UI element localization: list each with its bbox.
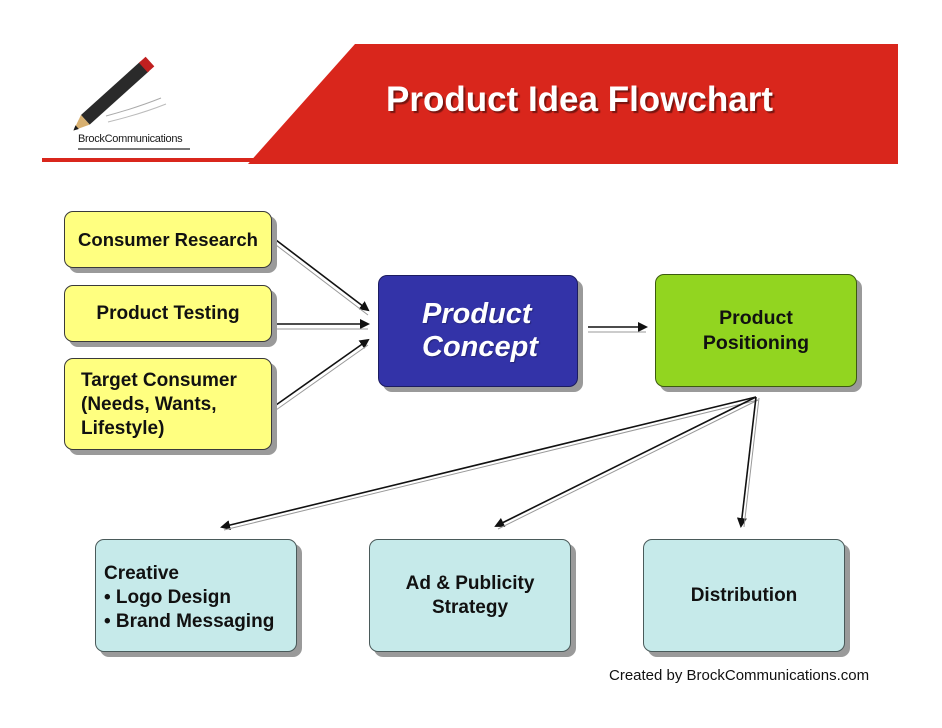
logo-wordmark: BrockCommunications	[78, 133, 183, 145]
arrow-positioning-to-distribution	[736, 396, 757, 528]
target-consumer-line: (Needs, Wants,	[81, 394, 217, 415]
creative-line: Creative	[104, 563, 179, 584]
creative-line: • Logo Design	[104, 587, 231, 608]
arrow-target-to-concept	[275, 338, 370, 406]
logo-tagline-bar	[78, 148, 190, 150]
product-concept-line: Product	[422, 298, 532, 330]
page-title: Product Idea Flowchart	[386, 80, 773, 119]
header-banner	[42, 44, 898, 164]
target-consumer-box: Target Consumer (Needs, Wants, Lifestyle…	[64, 358, 272, 450]
arrow-research-to-concept	[275, 239, 370, 312]
creative-line: • Brand Messaging	[104, 611, 275, 632]
product-testing-label: Product Testing	[96, 302, 240, 324]
product-positioning-line: Product	[719, 306, 793, 329]
target-consumer-line: Lifestyle)	[81, 418, 165, 439]
ad-publicity-line: Ad & Publicity	[405, 572, 535, 594]
target-consumer-line: Target Consumer	[81, 370, 237, 391]
product-concept-box: Product Concept	[378, 275, 578, 387]
distribution-box: Distribution	[643, 539, 845, 652]
product-positioning-line: Positioning	[702, 331, 810, 354]
pencil-logo-icon	[73, 56, 167, 131]
ad-publicity-line: Strategy	[431, 596, 509, 618]
product-testing-box: Product Testing	[64, 285, 272, 342]
product-positioning-box: Product Positioning	[655, 274, 857, 387]
ad-publicity-box: Ad & Publicity Strategy	[369, 539, 571, 652]
credit-text: Created by BrockCommunications.com	[609, 667, 870, 684]
consumer-research-label: Consumer Research	[78, 228, 258, 250]
product-concept-line: Concept	[422, 331, 538, 363]
distribution-label: Distribution	[690, 584, 798, 606]
arrow-positioning-to-ad	[494, 396, 757, 527]
arrow-positioning-to-creative	[220, 396, 757, 530]
creative-box: Creative • Logo Design • Brand Messaging	[95, 539, 297, 652]
consumer-research-box: Consumer Research	[64, 211, 272, 268]
